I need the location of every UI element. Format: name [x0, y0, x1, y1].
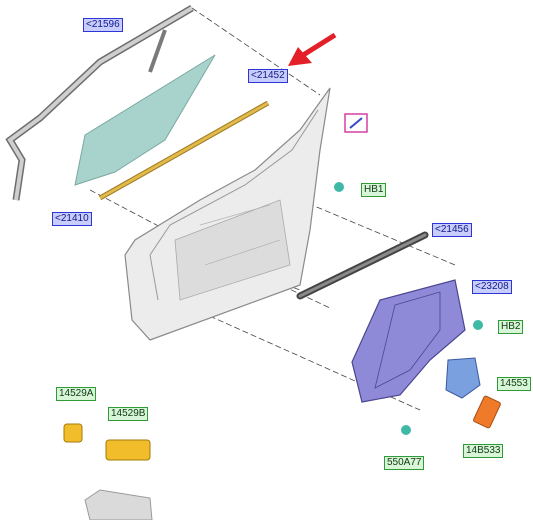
window-glass [74, 54, 216, 186]
pencil-icon [344, 113, 368, 133]
label-hb1: HB1 [361, 183, 387, 197]
regulator-motor [445, 357, 481, 399]
door-control-module [473, 395, 501, 429]
label-14b533: 14B533 [463, 444, 504, 458]
label-23208: <23208 [472, 280, 512, 294]
label-21452: <21452 [248, 69, 288, 83]
label-14553: 14553 [497, 377, 531, 391]
label-21410: <21410 [52, 212, 92, 226]
label-21456: <21456 [432, 223, 472, 237]
label-21596: <21596 [83, 18, 123, 32]
window-regulator [351, 279, 466, 403]
belt-weatherstrip [296, 231, 429, 300]
switch-14529a [63, 423, 83, 443]
clip-icon [401, 425, 411, 435]
label-550a77: 550A77 [384, 456, 425, 470]
switch-14529b [105, 439, 151, 461]
glass-run-channel [5, 4, 194, 201]
red-arrow-icon [288, 32, 337, 66]
regulator-detail [374, 291, 441, 389]
label-14529a: 14529A [56, 387, 97, 401]
clip-icon [473, 320, 483, 330]
label-14529b: 14529B [108, 407, 149, 421]
dashed-guide-lines [89, 7, 456, 411]
clip-icon [334, 182, 344, 192]
trim-piece [84, 489, 153, 520]
label-hb2: HB2 [498, 320, 524, 334]
door-inner-panel [124, 87, 331, 341]
window-seal-strip [98, 100, 270, 201]
